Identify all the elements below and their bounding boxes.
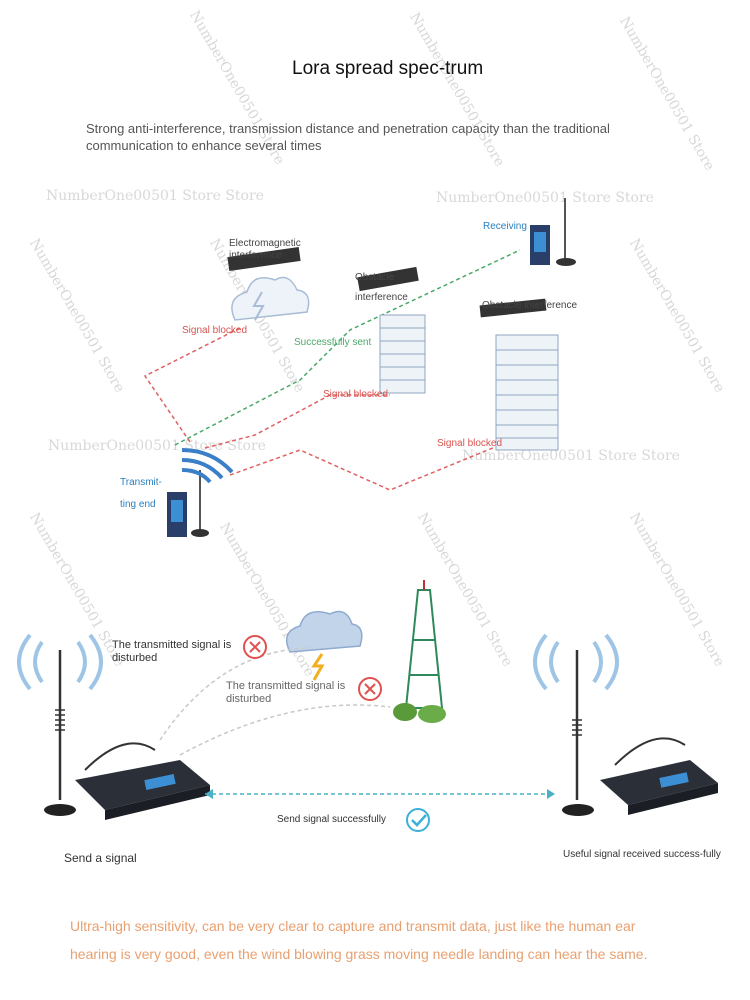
obstacle-label-1: Obstacle interference	[355, 272, 408, 303]
watermark: NumberOne00501 Store Store	[462, 448, 680, 464]
interference-bar	[227, 247, 301, 271]
storm-cloud-icon	[285, 610, 363, 681]
storm-cloud-icon	[231, 276, 310, 321]
description-line-1: Ultra-high sensitivity, can be very clea…	[70, 918, 636, 934]
send-success-label: Send signal successfully	[277, 814, 386, 825]
disturbed-label-1: The transmitted signal is disturbed	[112, 639, 232, 664]
comparison-diagram	[17, 580, 718, 832]
failed-path-1	[159, 647, 311, 741]
right-antenna-icon	[562, 650, 594, 816]
obstacle-bar-1	[357, 266, 419, 292]
signal-blocked-label: Signal blocked	[323, 389, 389, 400]
signal-blocked-label: Signal blocked	[182, 325, 248, 336]
error-icon	[243, 635, 267, 659]
page-subtitle: Strong anti-interference, transmission d…	[86, 121, 610, 153]
propagation-diagram	[143, 198, 576, 537]
receiver-device-icon	[530, 198, 576, 266]
failed-path-2	[179, 704, 391, 756]
tower-icon	[393, 580, 446, 723]
signal-waves-icon	[181, 448, 234, 484]
building-tall	[495, 334, 559, 451]
building-small	[379, 314, 426, 394]
receiving-label: Receiving	[483, 221, 527, 232]
electromagnetic-label: Electromagnetic interference	[229, 238, 301, 261]
successfully-sent-label: Successfully sent	[294, 337, 372, 348]
watermark: NumberOne00501 Store Store	[436, 190, 654, 206]
check-icon	[406, 808, 430, 832]
obstacle-bar-2	[479, 298, 547, 318]
watermark: NumberOne00501 Store Store	[46, 188, 264, 204]
success-path	[174, 249, 521, 446]
transmitter-device-icon	[167, 470, 209, 537]
right-router-icon	[600, 737, 718, 815]
send-signal-label: Send a signal	[64, 851, 137, 865]
blocked-path-2	[204, 394, 390, 449]
right-wave-icon	[533, 633, 619, 691]
signal-blocked-label: Signal blocked	[437, 438, 503, 449]
left-router-icon	[75, 742, 210, 820]
blocked-path-1	[143, 327, 241, 443]
watermark: NumberOne00501 Store Store	[48, 438, 266, 454]
blocked-path-3	[229, 444, 501, 491]
left-wave-icon	[17, 633, 103, 691]
received-label: Useful signal received success-fully	[563, 849, 721, 860]
transmitting-end-label: Transmit-ting end	[120, 477, 162, 510]
error-icon	[358, 677, 382, 701]
description-line-2: hearing is very good, even the wind blow…	[70, 946, 648, 962]
page-title: Lora spread spec-trum	[292, 58, 484, 79]
disturbed-label-2: The transmitted signal is disturbed	[226, 680, 346, 705]
left-antenna-icon	[44, 650, 76, 816]
obstacle-label-2: Obstacle interference	[482, 300, 578, 311]
